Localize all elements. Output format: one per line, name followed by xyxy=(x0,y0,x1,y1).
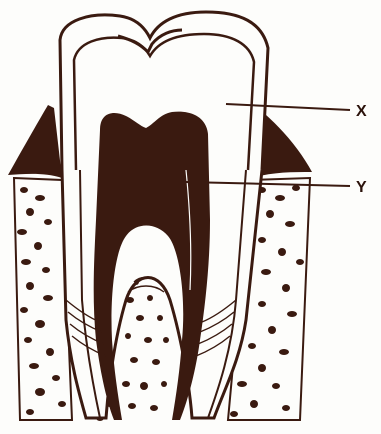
label-x: X xyxy=(356,103,367,120)
gum-left xyxy=(8,105,62,178)
label-y: Y xyxy=(356,179,367,196)
